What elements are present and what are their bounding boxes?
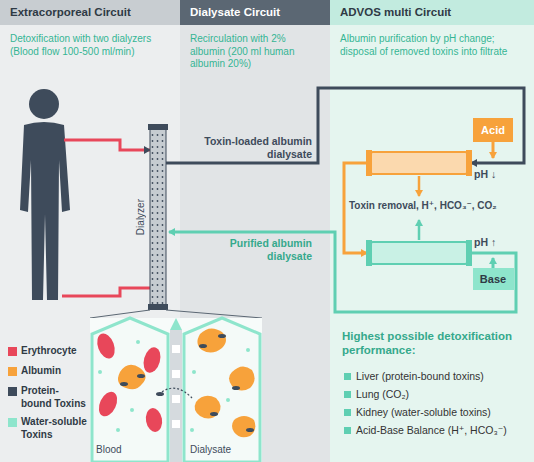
legend-row: Erythrocyte xyxy=(8,345,88,358)
legend-row: Albumin xyxy=(8,365,88,378)
dialyzer-tube xyxy=(148,124,168,310)
zoom-line xyxy=(166,310,262,318)
summary-item: Acid-Base Balance (H⁺, HCO₃⁻) xyxy=(356,424,526,437)
removal-arrow xyxy=(418,176,421,196)
bullet-square xyxy=(344,427,351,434)
panel-heading: Extracorporeal Circuit xyxy=(0,0,180,25)
legend-swatch xyxy=(8,418,17,427)
removal-arrow xyxy=(418,220,421,240)
flow-label: Purified albumin dialysate xyxy=(186,237,312,262)
blood-line xyxy=(64,140,150,150)
legend-text: Albumin xyxy=(21,365,88,378)
reagent-box: Base xyxy=(473,268,514,290)
legend-swatch xyxy=(8,387,17,396)
panel-heading: Dialysate Circuit xyxy=(180,0,330,25)
circuit-panel: Dialysate CircuitRecirculation with 2% a… xyxy=(180,0,330,462)
bullet-square xyxy=(344,373,351,380)
reagent-label: Base xyxy=(480,273,506,285)
summary-item: Lung (CO₂) xyxy=(356,388,526,401)
reagent-label: Acid xyxy=(481,124,505,136)
panel-description: Albumin purification by pH change; dispo… xyxy=(330,25,534,58)
ph-label: pH ↑ xyxy=(474,236,514,249)
membrane-inset xyxy=(90,318,262,462)
legend-row: Water-soluble Toxins xyxy=(8,416,88,441)
flow-label: Toxin-loaded albumin dialysate xyxy=(186,135,312,160)
person-figure xyxy=(20,89,70,300)
acid-filter xyxy=(366,150,472,176)
summary-heading: Highest possible detoxification performa… xyxy=(342,330,530,358)
panel-description: Recirculation with 2% albumin (200 ml hu… xyxy=(180,25,330,71)
bullet-square xyxy=(344,409,351,416)
compartment-label: Dialysate xyxy=(190,444,256,456)
compartment-label: Blood xyxy=(96,444,156,456)
bullet-square xyxy=(344,391,351,398)
removal-label: Toxin removal, H⁺, HCO₃⁻, CO₂ xyxy=(349,200,489,212)
dialyzer-label: Dialyzer xyxy=(135,199,146,235)
base-filter xyxy=(366,240,472,266)
reagent-box: Acid xyxy=(473,118,513,142)
legend-swatch xyxy=(8,367,17,376)
legend-text: Erythrocyte xyxy=(21,345,88,358)
legend-row: Protein-bound Toxins xyxy=(8,385,88,410)
zoom-line xyxy=(90,310,150,318)
acid-inlet xyxy=(492,142,495,158)
legend-swatch xyxy=(8,347,17,356)
purified-line xyxy=(169,232,516,312)
legend-text: Protein-bound Toxins xyxy=(21,385,88,410)
legend-text: Water-soluble Toxins xyxy=(21,416,88,441)
summary-item: Liver (protein-bound toxins) xyxy=(356,370,526,383)
panel-heading: ADVOS multi Circuit xyxy=(330,0,534,25)
panel-description: Detoxification with two dialyzers (Blood… xyxy=(0,25,180,58)
summary-item: Kidney (water-soluble toxins) xyxy=(356,406,526,419)
dialyzer: Dialyzer xyxy=(131,128,149,306)
column-ground xyxy=(330,0,534,462)
blood-line xyxy=(62,288,150,296)
base-inlet xyxy=(492,258,495,268)
ph-label: pH ↓ xyxy=(474,168,514,181)
